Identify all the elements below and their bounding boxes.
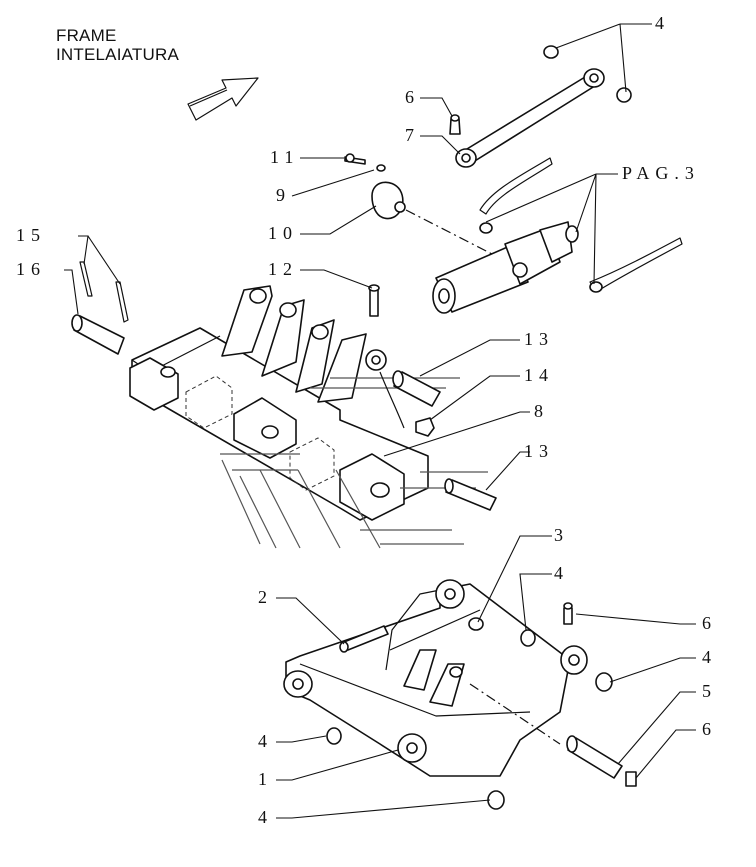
grease-fitting-6-part bbox=[563, 602, 637, 787]
nut-14-part bbox=[415, 417, 435, 437]
callout-4-top: 4 bbox=[655, 13, 670, 33]
callout-4-left: 4 bbox=[258, 731, 273, 751]
direction-arrow-icon bbox=[187, 77, 259, 121]
main-frame-part bbox=[129, 285, 429, 521]
title-intelaiatura: INTELAIATURA bbox=[56, 45, 179, 64]
callout-11: 11 bbox=[270, 147, 299, 167]
callout-3: 3 bbox=[554, 525, 569, 545]
callout-2: 2 bbox=[258, 587, 273, 607]
callout-10: 10 bbox=[268, 223, 298, 243]
bolt-12-part bbox=[368, 284, 380, 317]
cotter-pin-part bbox=[79, 261, 129, 323]
callout-5: 5 bbox=[702, 681, 717, 701]
callout-7: 7 bbox=[405, 125, 420, 145]
callout-6-bottom: 6 bbox=[702, 719, 717, 739]
link-rod-part bbox=[449, 45, 632, 168]
pin-13-upper-part bbox=[392, 370, 441, 407]
callout-14: 14 bbox=[524, 365, 554, 385]
callout-pag-3: PAG.3 bbox=[622, 163, 700, 183]
callout-4-right-upper: 4 bbox=[554, 563, 569, 583]
callout-13-upper: 13 bbox=[524, 329, 554, 349]
swing-frame-part bbox=[283, 579, 588, 777]
callout-9: 9 bbox=[276, 185, 291, 205]
hydraulic-cylinder-part bbox=[432, 157, 683, 314]
callout-16: 16 bbox=[16, 259, 46, 279]
callout-8: 8 bbox=[534, 401, 549, 421]
callout-6-right: 6 bbox=[702, 613, 717, 633]
callout-12: 12 bbox=[268, 259, 298, 279]
flange-part bbox=[344, 153, 493, 255]
callout-13-lower: 13 bbox=[524, 441, 554, 461]
title-frame: FRAME bbox=[56, 26, 117, 45]
nut-3-part bbox=[468, 617, 484, 631]
bolt-2-part bbox=[339, 625, 389, 653]
leader-lines bbox=[64, 23, 696, 819]
pin-13-lower-part bbox=[444, 478, 497, 511]
callout-1: 1 bbox=[258, 769, 273, 789]
callout-15: 15 bbox=[16, 225, 46, 245]
pin-5-part bbox=[566, 735, 623, 779]
callout-4-bottom: 4 bbox=[258, 807, 273, 827]
pin-16-part bbox=[71, 314, 125, 355]
callout-6-top: 6 bbox=[405, 87, 420, 107]
bushing-4-part bbox=[326, 629, 613, 810]
callout-4-right: 4 bbox=[702, 647, 717, 667]
